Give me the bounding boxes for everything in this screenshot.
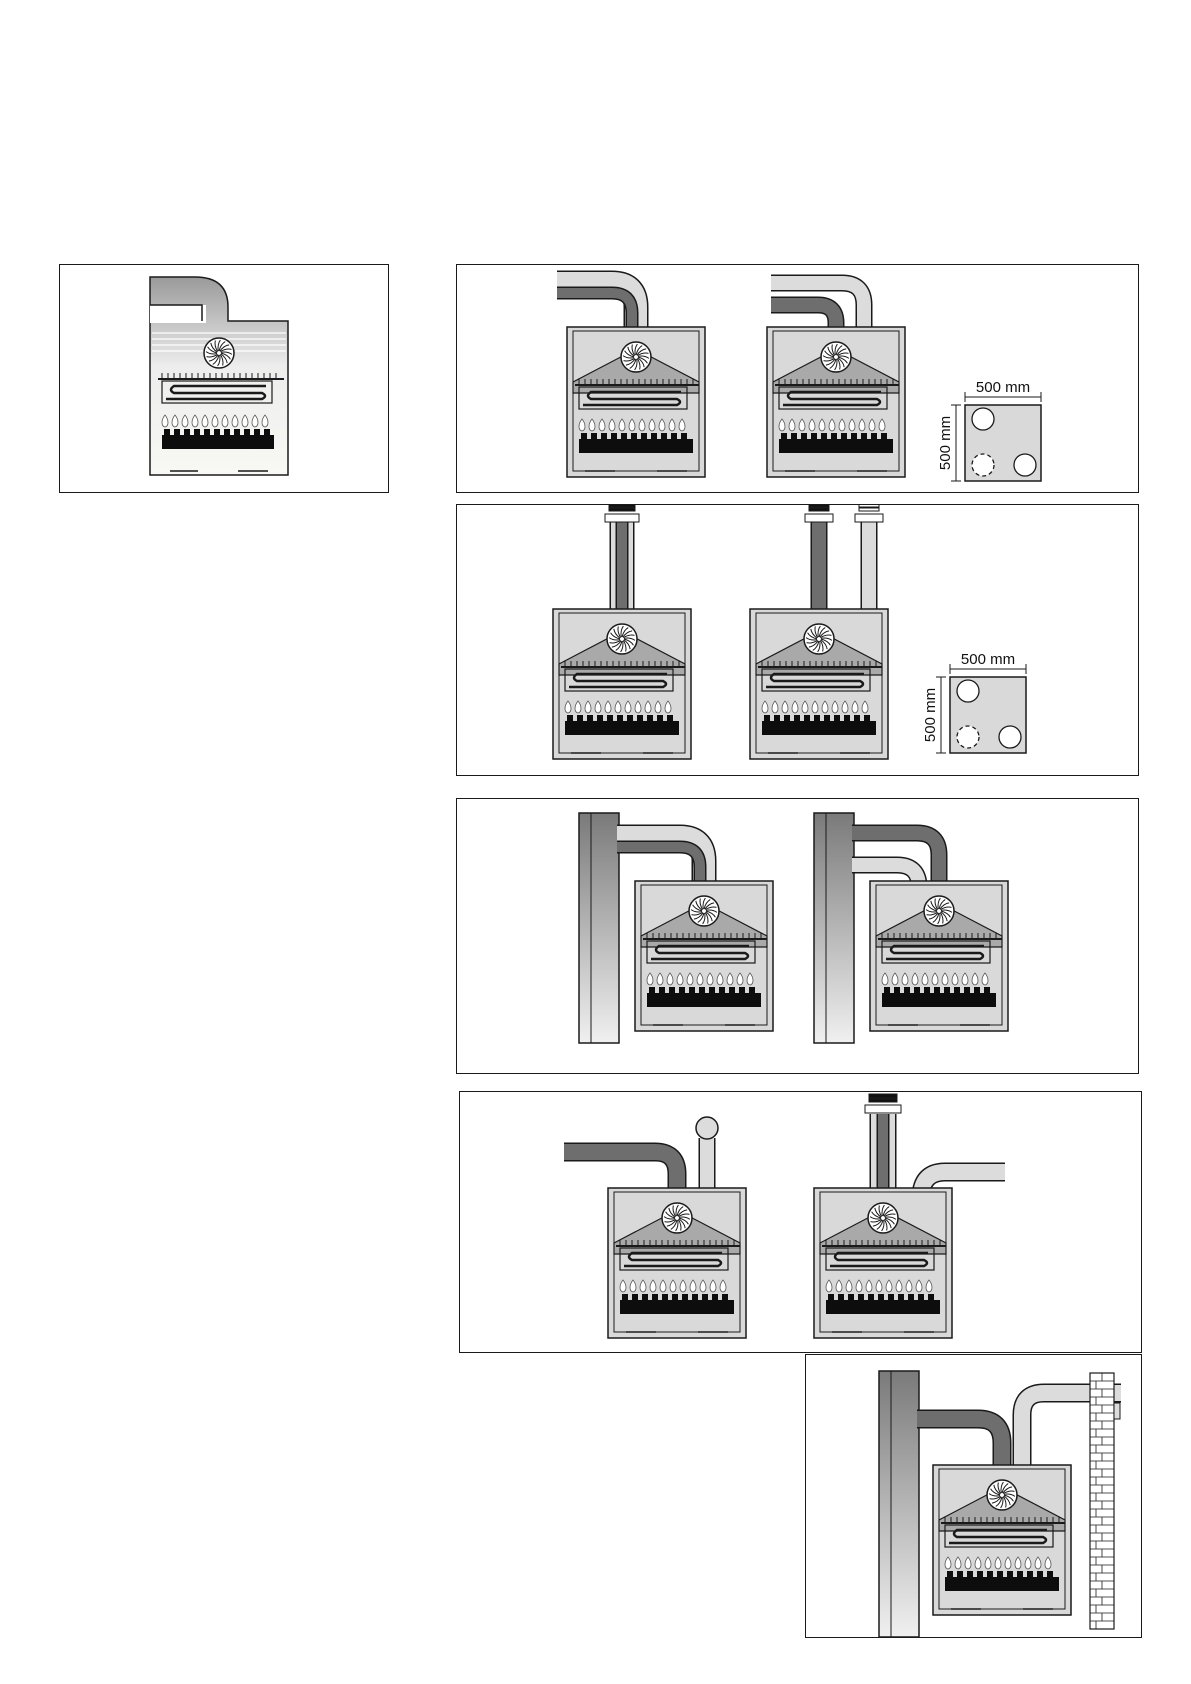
spacing-square-roof: 500 mm 500 mm <box>922 651 1026 753</box>
fan-icon <box>204 338 234 368</box>
fan-icon <box>621 342 651 372</box>
panel-shared-duct <box>456 798 1139 1074</box>
fan-icon <box>924 896 954 926</box>
dimension-height-label: 500 mm <box>937 416 954 470</box>
vertical-roof-diagram: 500 mm 500 mm <box>457 505 1139 776</box>
boiler-shared-duct-twin <box>814 813 1008 1043</box>
panel-duct-and-wall <box>805 1354 1142 1638</box>
boiler-vertical-exhaust-horizontal-intake <box>814 1094 1005 1338</box>
burner-icon <box>779 433 893 453</box>
wall-terminal-icon <box>1114 1403 1120 1419</box>
boiler-duct-wall <box>879 1371 1121 1637</box>
burner-icon <box>620 1294 734 1314</box>
boiler-horizontal-exhaust-vertical-intake <box>564 1117 746 1338</box>
brick-wall-icon <box>1090 1373 1120 1629</box>
dimension-width-label: 500 mm <box>961 651 1015 668</box>
side-concentric-diagram: 500 mm 500 mm <box>457 265 1139 493</box>
boiler-side-concentric <box>557 283 705 477</box>
terminal-cap-icon <box>855 505 883 522</box>
duct-wall-diagram <box>806 1355 1142 1638</box>
burner-icon <box>565 715 679 735</box>
panel-single-flue <box>59 264 389 493</box>
shared-duct <box>814 813 854 1043</box>
fan-icon <box>689 896 719 926</box>
split-flue-diagram <box>460 1092 1142 1353</box>
burner-icon <box>579 433 693 453</box>
shared-duct-diagram <box>457 799 1139 1074</box>
burner-icon <box>762 715 876 735</box>
fan-icon <box>868 1203 898 1233</box>
terminal-cap-icon <box>805 505 833 522</box>
panel-split-vertical-horizontal <box>459 1091 1142 1353</box>
terminal-cap-icon <box>605 505 639 522</box>
boiler-vertical-concentric <box>553 505 691 759</box>
spacing-square: 500 mm 500 mm <box>937 379 1041 481</box>
terminal-cap-icon <box>865 1094 901 1113</box>
shared-duct <box>579 813 619 1043</box>
burner-icon <box>945 1571 1059 1591</box>
shared-duct <box>879 1371 919 1637</box>
panel-vertical-roof: 500 mm 500 mm <box>456 504 1139 776</box>
burner-icon <box>882 987 996 1007</box>
intake-terminal-icon <box>696 1117 718 1139</box>
single-flue-diagram <box>60 265 389 493</box>
fan-icon <box>662 1203 692 1233</box>
boiler-vertical-twin <box>750 505 888 759</box>
boiler-shared-duct-concentric <box>579 813 773 1043</box>
burner-icon <box>826 1294 940 1314</box>
fan-icon <box>821 342 851 372</box>
fan-icon <box>607 624 637 654</box>
fan-icon <box>987 1480 1017 1510</box>
burner-icon <box>647 987 761 1007</box>
fan-icon <box>804 624 834 654</box>
dimension-height-label: 500 mm <box>922 688 939 742</box>
dimension-width-label: 500 mm <box>976 379 1030 396</box>
boiler-gradient-unit <box>150 277 288 475</box>
panel-side-concentric: 500 mm 500 mm <box>456 264 1139 493</box>
boiler-side-twin <box>767 283 905 477</box>
burner-icon <box>162 429 274 449</box>
